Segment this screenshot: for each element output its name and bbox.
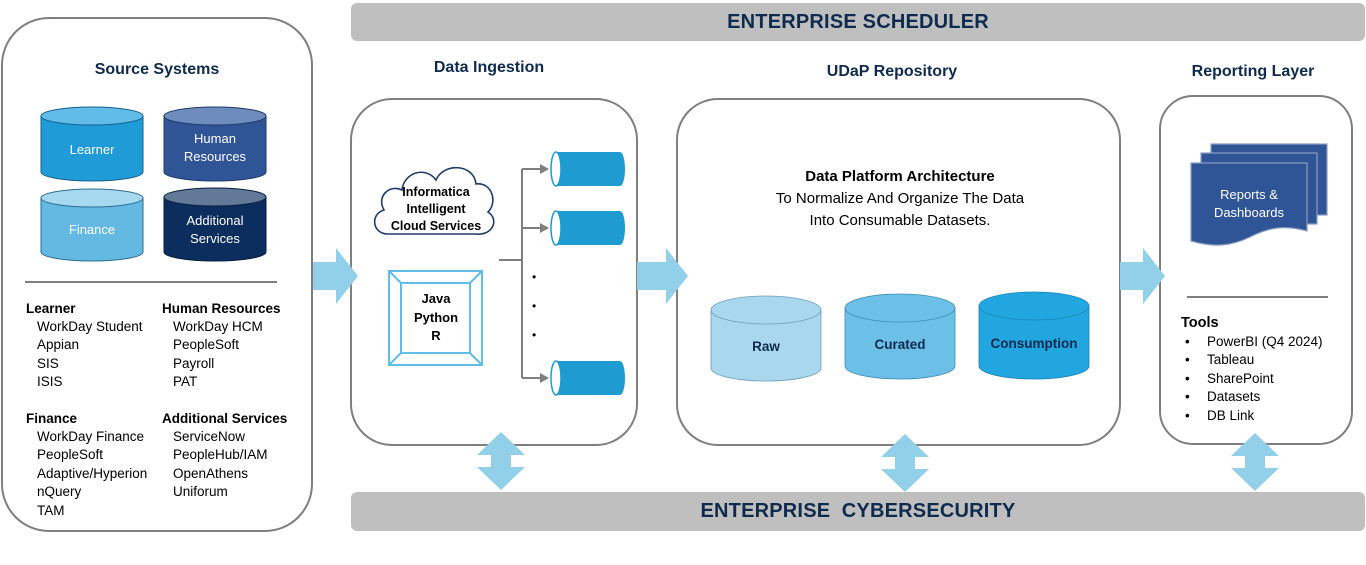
tool-item: SharePoint: [1181, 370, 1323, 389]
pipe-cylinder-icon-3: [550, 360, 625, 396]
ingestion-security-double-arrow-icon: [477, 432, 525, 490]
list-item: ISIS: [37, 374, 63, 390]
pipe-cylinder-icon-2: [550, 210, 625, 246]
list-heading: Human Resources: [162, 301, 281, 316]
udap-description: Data Platform Architecture To Normalize …: [700, 166, 1100, 232]
languages-label: Java Python R: [413, 291, 459, 343]
reporting-layer-title: Reporting Layer: [1191, 63, 1315, 80]
additional-services-cylinder-icon: [163, 187, 267, 262]
list-item: nQuery: [37, 484, 82, 500]
enterprise-scheduler-banner: ENTERPRISE SCHEDULER: [351, 3, 1365, 41]
list-item: Uniforum: [173, 484, 228, 500]
list-item: WorkDay Finance: [37, 429, 145, 444]
learner-cylinder-label: Learner: [69, 142, 115, 157]
reports-dashboards-label: Reports & Dashboards: [1213, 187, 1285, 220]
list-item: PAT: [173, 374, 198, 390]
curated-zone-cylinder-icon: [844, 293, 956, 380]
ellipsis-dot: •: [532, 299, 537, 313]
human-resources-cylinder-icon: [163, 106, 267, 182]
finance-cylinder-icon: [40, 188, 144, 262]
list-heading: Learner: [26, 301, 76, 316]
raw-zone-label: Raw: [752, 338, 780, 354]
informatica-label: Informatica Intelligent Cloud Services: [390, 185, 482, 233]
source-list-learner: Learner WorkDay Student Appian SIS ISIS: [26, 300, 143, 392]
consumption-zone-cylinder-icon: [978, 291, 1090, 380]
list-heading: Finance: [26, 411, 78, 426]
reporting-security-double-arrow-icon: [1231, 433, 1279, 491]
human-resources-cylinder-label: Human Resources: [183, 131, 247, 164]
reporting-divider: [1187, 296, 1328, 298]
ingestion-to-repository-arrow-icon: [637, 248, 688, 304]
list-item: Adaptive/Hyperion: [37, 465, 148, 481]
repository-security-double-arrow-icon: [881, 434, 929, 492]
list-item: SIS: [37, 355, 59, 371]
data-ingestion-title: Data Ingestion: [433, 59, 545, 76]
connector-arrowheads: [540, 164, 549, 383]
source-cylinders: [40, 106, 267, 262]
source-list-finance: Finance WorkDay Finance PeopleSoft Adapt…: [26, 410, 147, 520]
tool-item: Tableau: [1181, 351, 1323, 370]
tool-item: DB Link: [1181, 407, 1323, 426]
pipe-cylinder-icon-1: [550, 151, 625, 187]
learner-cylinder-icon: [40, 106, 144, 182]
ellipsis-dot: •: [532, 270, 537, 284]
list-item: Appian: [37, 337, 80, 353]
tools-heading: Tools: [1181, 315, 1219, 331]
source-systems-divider: [25, 281, 277, 283]
list-item: WorkDay Student: [37, 319, 143, 334]
udap-repository-title: UDaP Repository: [826, 63, 958, 80]
finance-cylinder-label: Finance: [68, 222, 116, 237]
curated-zone-label: Curated: [874, 336, 926, 352]
consumption-zone-label: Consumption: [990, 335, 1078, 351]
enterprise-cybersecurity-label: ENTERPRISE CYBERSECURITY: [700, 500, 1016, 522]
list-item: PeopleSoft: [37, 447, 104, 463]
list-item: PeopleSoft: [173, 337, 240, 353]
ellipsis-dot: •: [532, 328, 537, 342]
list-item: PeopleHub/IAM: [173, 447, 268, 463]
source-to-ingestion-arrow-icon: [313, 248, 358, 304]
source-systems-title: Source Systems: [94, 61, 220, 78]
enterprise-scheduler-label: ENTERPRISE SCHEDULER: [727, 10, 989, 33]
list-item: ServiceNow: [173, 429, 246, 444]
source-list-additional-services: Additional Services ServiceNow PeopleHub…: [162, 410, 287, 502]
udap-heading: Data Platform Architecture: [805, 168, 995, 185]
tools-list: Tools PowerBI (Q4 2024) Tableau SharePoi…: [1181, 314, 1323, 425]
list-item: Payroll: [173, 355, 215, 371]
languages-box-icon: [388, 270, 483, 366]
reports-documents-icon: [1190, 143, 1328, 246]
list-heading: Additional Services: [162, 411, 288, 426]
source-systems-panel: [1, 17, 313, 532]
cloud-icon: [373, 166, 495, 235]
tool-item: Datasets: [1181, 388, 1323, 407]
tool-item: PowerBI (Q4 2024): [1181, 333, 1323, 352]
list-item: TAM: [37, 502, 65, 518]
list-item: OpenAthens: [173, 465, 249, 481]
source-list-human-resources: Human Resources WorkDay HCM PeopleSoft P…: [162, 300, 281, 392]
enterprise-cybersecurity-banner: ENTERPRISE CYBERSECURITY: [351, 492, 1365, 531]
additional-services-cylinder-label: Additional Services: [186, 213, 244, 246]
raw-zone-cylinder-icon: [710, 295, 822, 382]
repository-to-reporting-arrow-icon: [1120, 248, 1165, 304]
list-item: WorkDay HCM: [173, 319, 263, 334]
